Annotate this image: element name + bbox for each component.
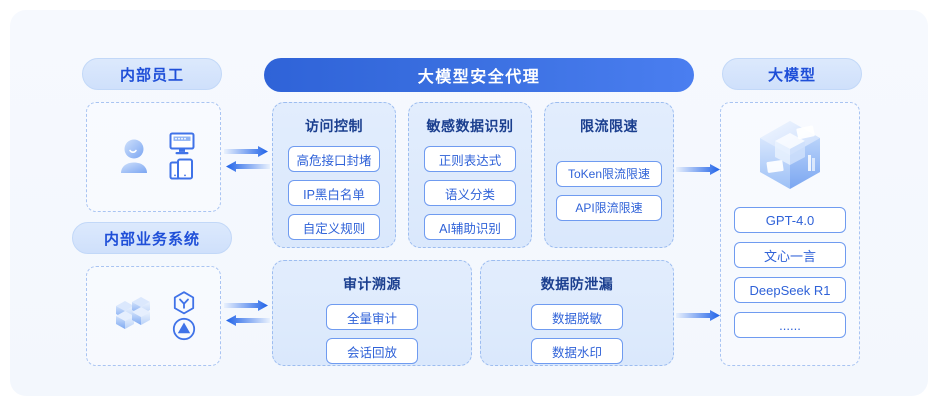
card-title: 访问控制 bbox=[305, 118, 363, 134]
card-item[interactable]: 正则表达式 bbox=[424, 146, 516, 172]
arrow-business-to-agent bbox=[224, 298, 270, 337]
card-title: 数据防泄漏 bbox=[540, 276, 614, 292]
card-title: 审计溯源 bbox=[343, 276, 401, 292]
cube-3d-icon bbox=[721, 115, 859, 195]
card-access-control[interactable]: 访问控制 高危接口封堵 IP黑白名单 自定义规则 bbox=[272, 102, 396, 248]
card-item-list: 全量审计 会话回放 bbox=[273, 304, 471, 365]
card-title: 限流限速 bbox=[580, 118, 638, 134]
pill-large-model-label: 大模型 bbox=[767, 66, 816, 84]
agent-banner-title: 大模型安全代理 bbox=[417, 69, 541, 86]
arrow-agent-to-model-bottom bbox=[676, 308, 722, 329]
card-item-list: 数据脱敏 数据水印 bbox=[481, 304, 673, 365]
staff-icon-group bbox=[87, 103, 220, 211]
pill-large-model: 大模型 bbox=[722, 58, 862, 90]
model-item[interactable]: DeepSeek R1 bbox=[734, 277, 846, 303]
model-item[interactable]: GPT-4.0 bbox=[734, 207, 846, 233]
business-logo-group bbox=[171, 290, 197, 342]
diagram-canvas: 内部员工 bbox=[10, 10, 928, 396]
card-item[interactable]: IP黑白名单 bbox=[288, 180, 380, 206]
arrow-staff-to-agent bbox=[224, 144, 270, 183]
agent-banner: 大模型安全代理 bbox=[264, 58, 694, 92]
model-list: GPT-4.0 文心一言 DeepSeek R1 ...... bbox=[721, 207, 859, 338]
hexagon-y-icon bbox=[171, 290, 197, 316]
model-item[interactable]: ...... bbox=[734, 312, 846, 338]
business-icon-group bbox=[87, 267, 220, 365]
card-item-list: ToKen限流限速 API限流限速 bbox=[545, 146, 673, 247]
mobile-devices-icon bbox=[168, 157, 196, 183]
pill-internal-business-system: 内部业务系统 bbox=[72, 222, 232, 254]
pill-internal-business-system-label: 内部业务系统 bbox=[103, 230, 200, 248]
card-item[interactable]: 语义分类 bbox=[424, 180, 516, 206]
card-item[interactable]: 会话回放 bbox=[326, 338, 418, 364]
card-data-leak-prevention[interactable]: 数据防泄漏 数据脱敏 数据水印 bbox=[480, 260, 674, 366]
card-audit-tracing[interactable]: 审计溯源 全量审计 会话回放 bbox=[272, 260, 472, 366]
panel-internal-business-system bbox=[86, 266, 221, 366]
card-item[interactable]: 数据脱敏 bbox=[531, 304, 623, 330]
panel-internal-staff bbox=[86, 102, 221, 212]
user-avatar-icon bbox=[112, 135, 156, 179]
card-title: 敏感数据识别 bbox=[426, 118, 514, 134]
card-item[interactable]: API限流限速 bbox=[556, 194, 662, 221]
card-item[interactable]: AI辅助识别 bbox=[424, 214, 516, 240]
card-item-list: 高危接口封堵 IP黑白名单 自定义规则 bbox=[273, 146, 395, 247]
pill-internal-staff-label: 内部员工 bbox=[119, 66, 184, 84]
card-item[interactable]: 全量审计 bbox=[326, 304, 418, 330]
card-item-list: 正则表达式 语义分类 AI辅助识别 bbox=[409, 146, 531, 247]
card-item[interactable]: 数据水印 bbox=[531, 338, 623, 364]
pill-internal-staff: 内部员工 bbox=[82, 58, 222, 90]
card-rate-limiting[interactable]: 限流限速 ToKen限流限速 API限流限速 bbox=[544, 102, 674, 248]
server-stack-icon bbox=[111, 292, 159, 340]
monitor-icon bbox=[168, 131, 196, 157]
panel-large-model: GPT-4.0 文心一言 DeepSeek R1 ...... bbox=[720, 102, 860, 366]
card-item[interactable]: 自定义规则 bbox=[288, 214, 380, 240]
arrow-agent-to-model-top bbox=[676, 162, 722, 183]
model-item[interactable]: 文心一言 bbox=[734, 242, 846, 268]
circle-triangle-icon bbox=[171, 316, 197, 342]
card-item[interactable]: 高危接口封堵 bbox=[288, 146, 380, 172]
card-sensitive-data-identification[interactable]: 敏感数据识别 正则表达式 语义分类 AI辅助识别 bbox=[408, 102, 532, 248]
device-icon-group bbox=[168, 131, 196, 183]
card-item[interactable]: ToKen限流限速 bbox=[556, 160, 662, 187]
